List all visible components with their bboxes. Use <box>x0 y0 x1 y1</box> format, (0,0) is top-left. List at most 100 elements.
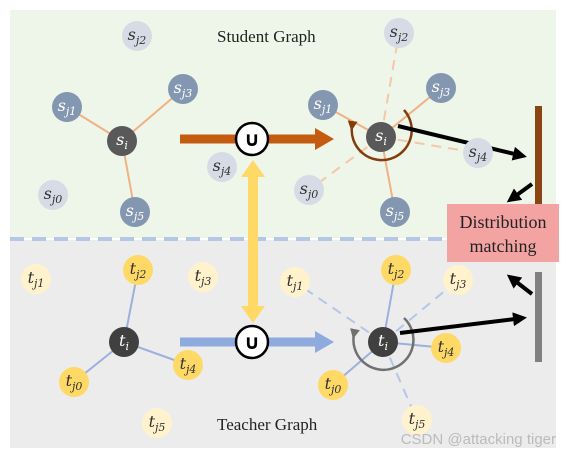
node-label: sj4 <box>213 156 232 178</box>
node-label: tj5 <box>149 412 166 434</box>
node-label: tj1 <box>287 271 304 293</box>
student-updated-node-s-j0: sj0 <box>294 175 324 205</box>
node-label: si <box>116 130 128 152</box>
student-graph-title: Student Graph <box>217 27 316 46</box>
teacher-node-t-i: ti <box>109 327 139 357</box>
teacher-updated-node-t-j3: tj3 <box>443 265 473 295</box>
node-circle <box>463 138 493 168</box>
node-circle <box>123 255 153 285</box>
distribution-matching-box: Distribution matching <box>447 204 559 262</box>
student-distribution-bar <box>535 106 542 204</box>
vertical-double-arrow <box>241 160 265 323</box>
node-label: tj4 <box>438 337 455 359</box>
node-label: sj5 <box>126 201 145 223</box>
bar-to-matching-arrow-bottom <box>506 274 534 296</box>
node-label: tj0 <box>66 371 83 393</box>
student-union-operator: ∪ <box>234 121 270 157</box>
node-circle <box>443 265 473 295</box>
teacher-updated-node-t-j0: tj0 <box>318 370 348 400</box>
node-label: sj2 <box>390 22 409 44</box>
node-circle <box>381 255 411 285</box>
teacher-node-t-j5: tj5 <box>142 408 172 438</box>
union-symbol: ∪ <box>244 127 260 151</box>
node-circle <box>366 122 396 152</box>
node-label: tj3 <box>450 269 467 291</box>
node-circle <box>173 350 203 380</box>
node-label: sj4 <box>469 142 488 164</box>
node-label: sj2 <box>128 25 147 47</box>
teacher-updated-node-t-j1: tj1 <box>280 267 310 297</box>
teacher-node-t-j4: tj4 <box>173 350 203 380</box>
node-circle <box>109 327 139 357</box>
student-updated-node-s-j2: sj2 <box>384 18 414 48</box>
node-label: tj0 <box>325 374 342 396</box>
node-circle <box>318 370 348 400</box>
student-updated-node-s-j5: sj5 <box>380 197 410 227</box>
union-symbol: ∪ <box>244 330 260 354</box>
student-node-s-j5: sj5 <box>120 197 150 227</box>
node-label: tj2 <box>130 259 147 281</box>
student-updated-node-s-j1: sj1 <box>308 90 338 120</box>
teacher-updated-node-t-j2: tj2 <box>381 255 411 285</box>
node-circle <box>426 73 456 103</box>
teacher-graph-title: Teacher Graph <box>217 415 318 434</box>
node-label: sj0 <box>44 184 63 206</box>
graph-nodes: sj2 sj1 sj3 si sj4 sj0 sj5 sj2 sj1 sj3 si sj4 sj0 sj5… <box>21 18 493 438</box>
teacher-updated-node-t-i: ti <box>368 327 398 357</box>
node-circle <box>402 405 432 435</box>
node-circle <box>168 74 198 104</box>
node-circle <box>207 152 237 182</box>
node-circle <box>59 367 89 397</box>
node-circle <box>120 197 150 227</box>
node-circle <box>188 262 218 292</box>
node-circle <box>38 180 68 210</box>
node-circle <box>52 92 82 122</box>
node-circle <box>107 126 137 156</box>
node-circle <box>142 408 172 438</box>
teacher-to-bar-arrow <box>399 312 527 335</box>
node-label: tj1 <box>28 268 45 290</box>
student-updated-node-s-j3: sj3 <box>426 73 456 103</box>
node-label: tj2 <box>388 259 405 281</box>
node-label: sj3 <box>174 78 193 100</box>
node-circle <box>122 21 152 51</box>
student-graph-background <box>10 10 556 238</box>
teacher-union-operator: ∪ <box>234 324 270 360</box>
student-to-bar-arrow <box>397 124 527 161</box>
node-label: sj1 <box>58 96 77 118</box>
teacher-node-t-j1: tj1 <box>21 264 51 294</box>
node-circle <box>294 175 324 205</box>
node-circle <box>280 267 310 297</box>
distribution-matching-line1: Distribution <box>459 212 546 232</box>
node-label: si <box>375 126 387 148</box>
teacher-arrow-head <box>315 331 334 353</box>
student-rotation-arc <box>347 109 413 162</box>
teacher-node-t-j0: tj0 <box>59 367 89 397</box>
student-arrow-head <box>315 128 334 150</box>
student-node-s-j2: sj2 <box>122 21 152 51</box>
node-label: tj4 <box>180 354 197 376</box>
node-label: sj3 <box>432 77 451 99</box>
teacher-distribution-bar <box>535 272 542 362</box>
node-circle <box>380 197 410 227</box>
node-label: sj1 <box>314 94 333 116</box>
student-updated-node-s-i: si <box>366 122 396 152</box>
distribution-matching-line2: matching <box>470 236 537 256</box>
teacher-node-t-j2: tj2 <box>123 255 153 285</box>
teacher-updated-node-t-j4: tj4 <box>431 333 461 363</box>
node-label: ti <box>119 331 129 353</box>
node-circle <box>368 327 398 357</box>
student-node-s-j3: sj3 <box>168 74 198 104</box>
node-label: sj5 <box>386 201 405 223</box>
node-circle <box>431 333 461 363</box>
node-label: sj0 <box>300 179 319 201</box>
teacher-node-t-j3: tj3 <box>188 262 218 292</box>
node-label: tj3 <box>195 266 212 288</box>
node-circle <box>21 264 51 294</box>
bar-to-matching-arrow-top <box>506 182 534 203</box>
student-node-s-j1: sj1 <box>52 92 82 122</box>
node-circle <box>308 90 338 120</box>
student-node-s-i: si <box>107 126 137 156</box>
watermark: CSDN @attacking tiger <box>401 431 556 448</box>
